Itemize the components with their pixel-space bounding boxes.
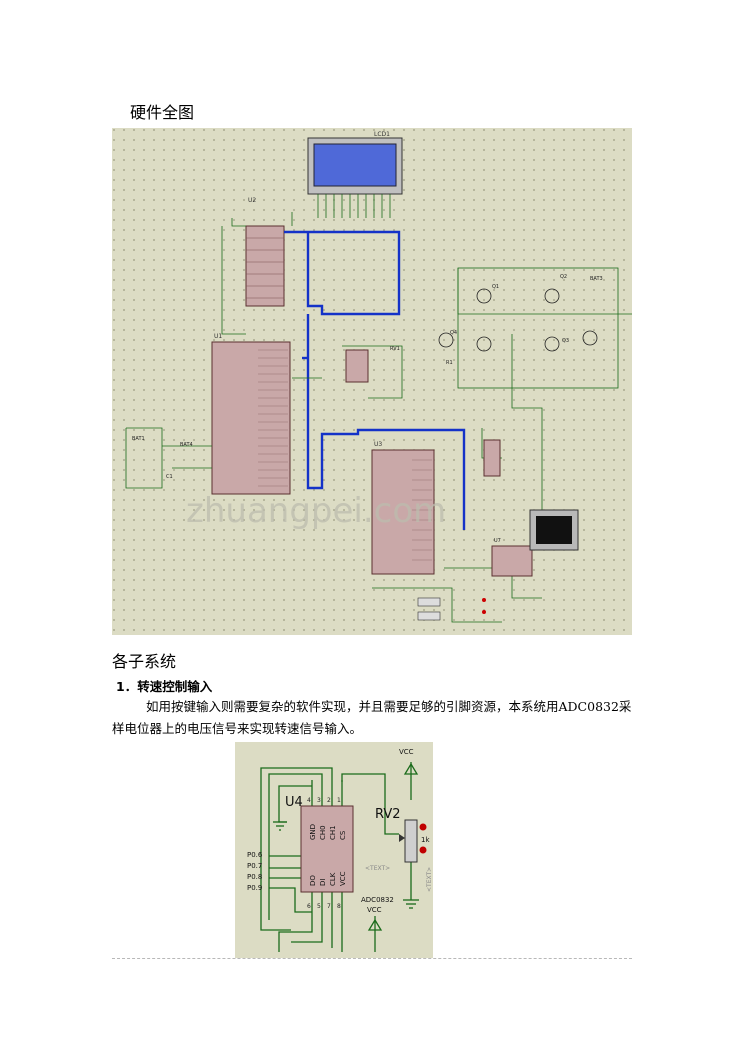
q1-label: Q1 [492,284,499,290]
u4-label: U4 [285,795,303,810]
pin-num-top-4: 1 [337,797,341,804]
text-tag-1: <TEXT> [365,865,390,872]
data-bus [284,230,466,530]
pin-clk: CLK [329,872,337,886]
pin-cs: CS [339,830,347,840]
pot-value: 1k [421,836,430,844]
watermark: zhuangpei.com [186,491,446,531]
u7-label: U7 [494,538,501,544]
vcc-bottom-label: VCC [367,906,382,914]
dashed-separator [112,958,632,959]
u7-chip [491,545,533,577]
port-p08: P0.8 [247,873,262,881]
lcd-label: LCD1 [374,131,390,138]
rv1-label: RV1 [390,346,400,352]
heading-hardware-overview: 硬件全图 [130,103,195,122]
text-tag-2: <TEXT> [426,867,433,892]
pin-num-bottom-1: 6 [307,903,311,910]
bat1-label: BAT1 [132,436,145,442]
heading-subsystems: 各子系统 [112,652,177,671]
subheading-speed-input: 1．转速控制输入 [116,679,213,694]
vcc-top-label: VCC [399,748,414,756]
adc0832-schematic-figure: 4 3 2 1 6 5 7 8 GND CH0 CH1 CS DO DI CLK… [235,742,433,958]
bat4-label: BAT4 [180,442,193,448]
rv2-potentiometer [404,819,418,863]
pin-gnd: GND [309,824,317,840]
u3-label: U3 [374,441,382,448]
u1-label: U1 [214,333,222,340]
port-p06: P0.6 [247,851,263,859]
pin-ch1: CH1 [329,825,337,840]
adc0832-label: ADC0832 [361,896,394,904]
c1-label: C1 [166,474,173,480]
pin-num-top-3: 2 [327,797,331,804]
pin-num-bottom-2: 5 [317,903,321,910]
pin-num-bottom-3: 7 [327,903,331,910]
pin-num-top-2: 3 [317,797,321,804]
u3-chip [371,449,435,575]
paragraph-speed-input: 如用按键输入则需要复杂的软件实现，并且需要足够的引脚资源，本系统用ADC0832… [112,699,632,736]
adc0832-chip [300,805,354,893]
port-p07: P0.7 [247,862,262,870]
q2-label: Q2 [560,274,567,280]
pin-di: DI [319,879,327,886]
bat3-label: BAT3 [590,276,603,282]
u2-label: U2 [248,197,256,204]
u1-mcu [211,341,291,495]
pin-num-top-1: 4 [307,797,311,804]
pin-vcc: VCC [339,871,347,886]
hardware-schematic-figure: LCD1 U2 U1 U3 [112,128,632,635]
port-p09: P0.9 [247,884,262,892]
r1-label: R1 [446,360,453,366]
q3-label: Q3 [562,338,569,344]
q4-label: Q4 [450,330,457,336]
pin-ch0: CH0 [319,825,327,840]
rv2-label: RV2 [375,807,401,822]
u2-chip [245,225,285,307]
pin-do: DO [309,875,317,886]
pin-num-bottom-4: 8 [337,903,341,910]
